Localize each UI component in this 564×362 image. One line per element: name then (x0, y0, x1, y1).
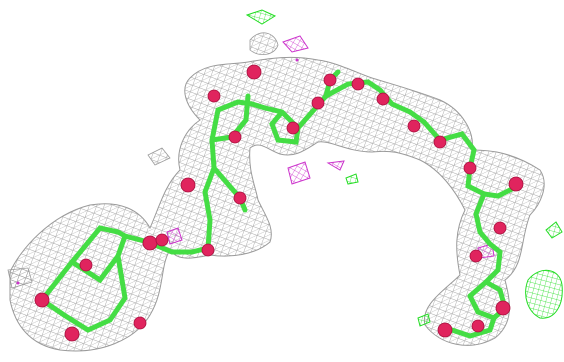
oxygen-atom (493, 221, 507, 235)
oxygen-atom (495, 300, 511, 316)
magenta-blob-left (166, 227, 183, 245)
right-lower-chain (467, 191, 503, 299)
oxygen-atom (207, 89, 221, 103)
oxygen-atom (79, 258, 93, 272)
oxygen-atom (508, 176, 524, 192)
oxygen-atom (351, 77, 365, 91)
oxygen-atoms (34, 64, 524, 342)
oxygen-atom (433, 135, 447, 149)
oxygen-atom (228, 130, 242, 144)
ring-left-cross (69, 225, 128, 265)
oxygen-atom (471, 319, 485, 333)
oxygen-atom (142, 235, 158, 251)
mesh-left-lobe (9, 56, 545, 352)
magenta-blob-mid (326, 160, 345, 171)
oxygen-atom (201, 243, 215, 257)
oxygen-atom (311, 96, 325, 110)
ring-left-lower (39, 253, 128, 333)
center-ring (262, 105, 301, 145)
green-blob-small (345, 173, 359, 185)
magenta-blob-center (287, 161, 311, 185)
oxygen-atom (463, 161, 477, 175)
green-blob-large (525, 270, 563, 319)
oxygen-atom (469, 249, 483, 263)
oxygen-atom (155, 233, 169, 247)
mesh-detached-fragment (147, 147, 171, 166)
oxygen-atom (437, 322, 453, 338)
oxygen-atom (323, 73, 337, 87)
oxygen-atom (233, 191, 247, 205)
oxygen-atom (376, 92, 390, 106)
grey-density-mesh (7, 32, 545, 352)
magenta-dot (295, 58, 299, 62)
right-tail (449, 315, 497, 339)
oxygen-atom (246, 64, 262, 80)
mesh-top-bump (249, 32, 279, 55)
green-blob-right-edge (545, 221, 563, 239)
oxygen-atom (286, 121, 300, 135)
oxygen-atom (64, 326, 80, 342)
mesh-left-tail (7, 267, 33, 289)
magenta-difference-mesh (16, 35, 495, 285)
oxygen-atom (180, 177, 196, 193)
right-descend (407, 109, 517, 199)
magenta-dot (16, 281, 20, 285)
green-blob-bottom (417, 313, 431, 327)
oxygen-atom (407, 119, 421, 133)
green-difference-mesh (245, 9, 563, 327)
oxygen-atom (34, 292, 50, 308)
chain-left-hook (209, 93, 251, 143)
oxygen-atom (133, 316, 147, 330)
magenta-blob-top (282, 35, 309, 53)
ligand-stick-model (39, 69, 517, 339)
green-blob-top (245, 9, 277, 25)
